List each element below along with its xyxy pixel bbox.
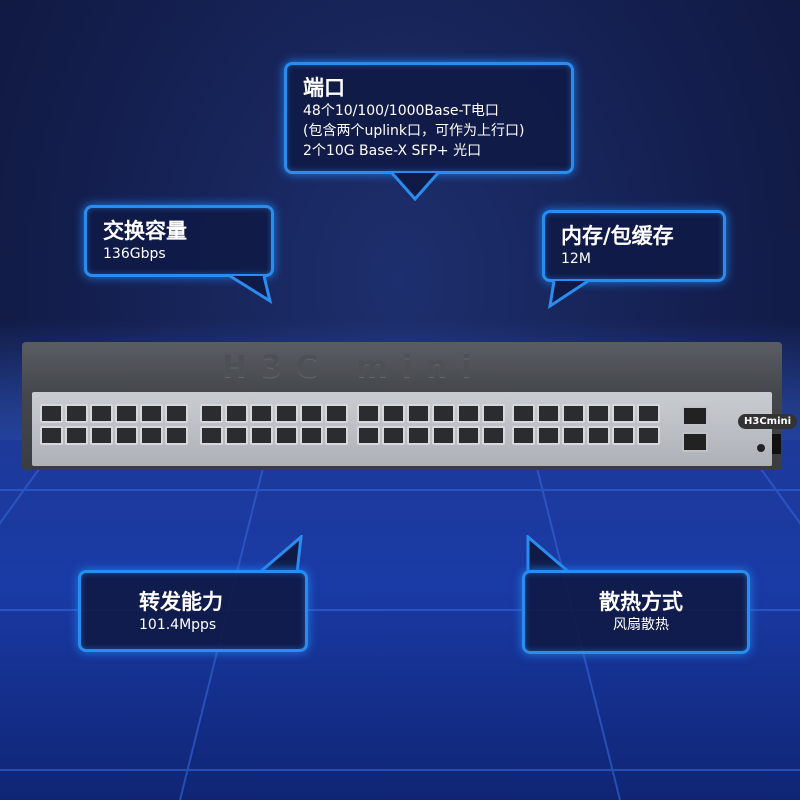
rj45-port: [562, 404, 585, 423]
rj45-port: [357, 404, 380, 423]
port-group: [200, 404, 348, 445]
callout-title: 转发能力: [139, 590, 223, 614]
rj45-port: [562, 426, 585, 445]
rj45-port: [612, 404, 635, 423]
rj45-port: [250, 404, 273, 423]
rj45-port: [637, 426, 660, 445]
rj45-port: [325, 426, 348, 445]
rj45-port: [482, 404, 505, 423]
rj45-port: [65, 426, 88, 445]
rj45-port: [407, 426, 430, 445]
rj45-port: [165, 404, 188, 423]
usb-port: [772, 434, 781, 454]
callout-tail: [229, 274, 273, 304]
rj45-port: [637, 404, 660, 423]
rj45-port: [40, 426, 63, 445]
rj45-port: [225, 404, 248, 423]
rj45-port: [482, 426, 505, 445]
port-group: [357, 404, 505, 445]
callout-title: 交换容量: [103, 219, 187, 243]
rj45-port: [200, 426, 223, 445]
rj45-port: [165, 426, 188, 445]
rj45-port: [275, 426, 298, 445]
rj45-port: [537, 404, 560, 423]
reset-button: [757, 444, 765, 452]
port-group: [512, 404, 660, 445]
rj45-port: [115, 404, 138, 423]
switch-top-logo: H3C mini: [222, 350, 486, 385]
rj45-port: [65, 404, 88, 423]
rj45-port: [587, 426, 610, 445]
rj45-port: [90, 426, 113, 445]
brand-badge: H3Cmini: [738, 414, 798, 429]
callout-tail: [258, 535, 303, 575]
rj45-port: [90, 404, 113, 423]
callout-forwarding: 转发能力 101.4Mpps: [78, 570, 308, 652]
port-group: [40, 404, 188, 445]
callout-line: (包含两个uplink口，可作为上行口): [303, 123, 525, 139]
callout-title: 内存/包缓存: [561, 224, 674, 248]
sfp-port: [682, 432, 708, 452]
rj45-port: [357, 426, 380, 445]
rj45-port: [407, 404, 430, 423]
callout-line: 101.4Mpps: [139, 617, 217, 633]
callout-line: 12M: [561, 251, 591, 267]
callout-buffer: 内存/包缓存 12M: [542, 210, 726, 282]
callout-tail: [526, 535, 571, 575]
rj45-port: [40, 404, 63, 423]
rj45-port: [382, 426, 405, 445]
callout-line: 风扇散热: [613, 617, 669, 633]
callout-line: 2个10G Base-X SFP+ 光口: [303, 143, 482, 159]
sfp-port: [682, 406, 708, 426]
switch-front-panel: H3Cmini: [32, 392, 798, 466]
rj45-port: [512, 426, 535, 445]
callout-line: 48个10/100/1000Base-T电口: [303, 103, 499, 119]
rj45-port: [200, 404, 223, 423]
callout-line: 136Gbps: [103, 246, 166, 262]
rj45-port: [250, 426, 273, 445]
rj45-port: [225, 426, 248, 445]
rj45-port: [587, 404, 610, 423]
rj45-port: [300, 426, 323, 445]
callout-title: 散热方式: [599, 590, 683, 614]
rj45-port: [382, 404, 405, 423]
rj45-port: [432, 404, 455, 423]
rj45-port: [115, 426, 138, 445]
callout-switching-capacity: 交换容量 136Gbps: [84, 205, 274, 277]
rj45-port: [432, 426, 455, 445]
rj45-port: [512, 404, 535, 423]
rj45-port: [537, 426, 560, 445]
rj45-port: [325, 404, 348, 423]
rj45-port: [457, 404, 480, 423]
network-switch: H3C mini H3Cmini: [22, 342, 798, 470]
callout-ports: 端口 48个10/100/1000Base-T电口 (包含两个uplink口，可…: [284, 62, 574, 174]
rj45-port: [275, 404, 298, 423]
rj45-port: [140, 426, 163, 445]
rj45-port: [300, 404, 323, 423]
rj45-port: [612, 426, 635, 445]
callout-cooling: 散热方式 风扇散热: [522, 570, 750, 654]
rj45-port: [140, 404, 163, 423]
callout-tail: [548, 279, 589, 309]
rj45-port: [457, 426, 480, 445]
callout-title: 端口: [303, 76, 345, 100]
callout-tail: [390, 172, 440, 202]
